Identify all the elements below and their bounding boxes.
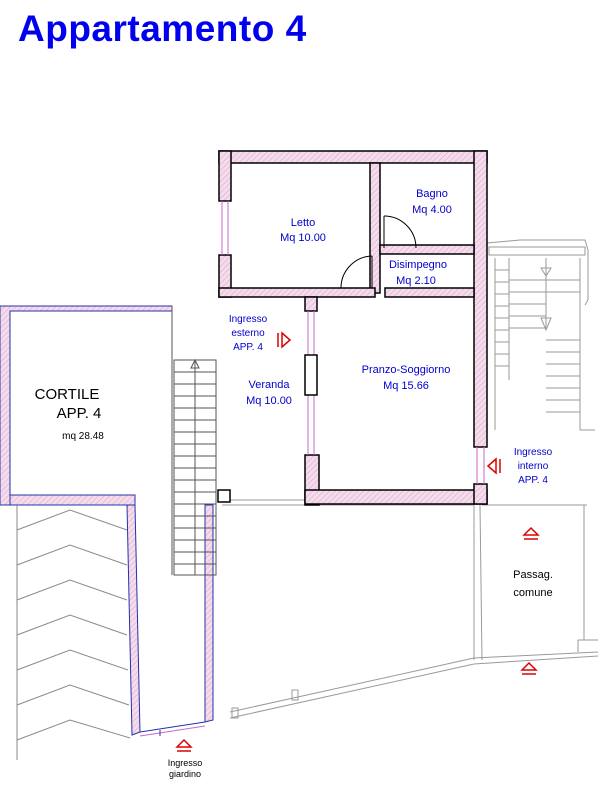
passaggio-line2: comune (513, 587, 552, 599)
veranda-pillar (217, 489, 231, 503)
bagno-area: Mq 4.00 (412, 204, 452, 216)
veranda-stair (171, 306, 217, 576)
ingresso-giardino-line1: Ingresso (168, 758, 203, 768)
ingresso-giardino-line2: giardino (169, 769, 201, 779)
cortile-area: mq 28.48 (62, 431, 104, 442)
disimpegno-name: Disimpegno (389, 259, 447, 271)
plan-title: Appartamento 4 (18, 8, 307, 49)
cortile-line1: CORTILE (35, 386, 100, 403)
apartment-walls (218, 150, 488, 506)
marker-passaggio-1 (522, 526, 540, 540)
marker-ingresso-interno (486, 457, 501, 475)
marker-ingresso-esterno (277, 331, 292, 349)
common-stair-area (486, 239, 595, 431)
veranda-name: Veranda (249, 379, 291, 391)
veranda-area: Mq 10.00 (246, 395, 292, 407)
ingresso-interno-line1: Ingresso (514, 447, 553, 458)
bagno-name: Bagno (416, 188, 448, 200)
ingresso-esterno-line3: APP. 4 (233, 342, 263, 353)
cortile-outline (0, 305, 214, 737)
garden-chevrons (16, 505, 131, 760)
disimpegno-area: Mq 2.10 (396, 275, 436, 287)
letto-area: Mq 10.00 (280, 232, 326, 244)
ingresso-esterno-line2: esterno (231, 328, 265, 339)
pranzo-area: Mq 15.66 (383, 380, 429, 392)
common-passage-outline (222, 499, 599, 719)
pranzo-name: Pranzo-Soggiorno (362, 364, 451, 376)
cortile-line2: APP. 4 (57, 405, 102, 422)
entrance-markers (175, 331, 540, 752)
letto-name: Letto (291, 217, 315, 229)
ingresso-interno-line2: interno (518, 461, 549, 472)
passaggio-line1: Passag. (513, 569, 553, 581)
veranda-column (304, 354, 318, 396)
marker-ingresso-giardino (175, 738, 193, 752)
doors (340, 215, 417, 289)
ingresso-esterno-line1: Ingresso (229, 314, 268, 325)
ingresso-interno-line3: APP. 4 (518, 475, 548, 486)
marker-passaggio-2 (520, 661, 538, 675)
